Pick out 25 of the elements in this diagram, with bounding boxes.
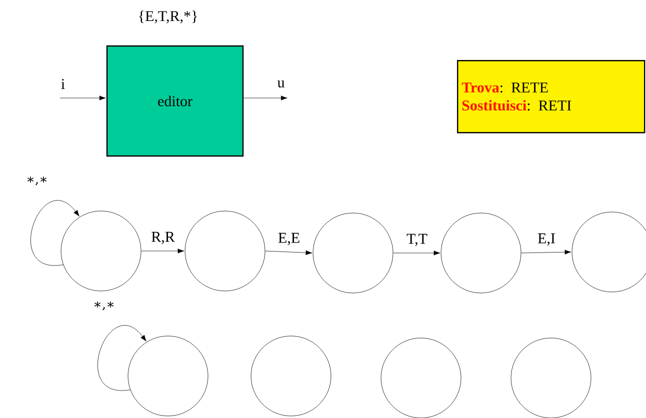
edge-label: ∗,∗ <box>28 176 47 186</box>
arrow <box>30 200 80 266</box>
edge-label: R,R <box>152 232 175 244</box>
state-circle <box>128 336 208 416</box>
state-circle <box>60 210 142 292</box>
edge-label: T,T <box>406 234 428 246</box>
edge-label: E,I <box>538 233 555 246</box>
editor-box: editor <box>106 45 244 157</box>
state-circle <box>440 212 522 294</box>
arrow <box>393 250 440 256</box>
state-circle <box>250 336 332 416</box>
edge-label: i <box>61 79 65 89</box>
arrow <box>521 250 572 254</box>
arrow <box>243 96 288 100</box>
arrow <box>265 250 312 256</box>
state-circle <box>184 210 266 292</box>
edge-label: ∗,∗ <box>94 302 114 310</box>
edge-label: E,E <box>278 232 300 246</box>
edge-label: u <box>277 80 284 88</box>
note-box: Trova: RETE Sostituisci: RETI <box>457 60 646 134</box>
arrow <box>141 248 184 254</box>
state-circle <box>312 212 394 294</box>
set-label: {E,T,R,*} <box>139 10 197 24</box>
arrow <box>98 325 146 390</box>
arrow <box>60 96 106 100</box>
